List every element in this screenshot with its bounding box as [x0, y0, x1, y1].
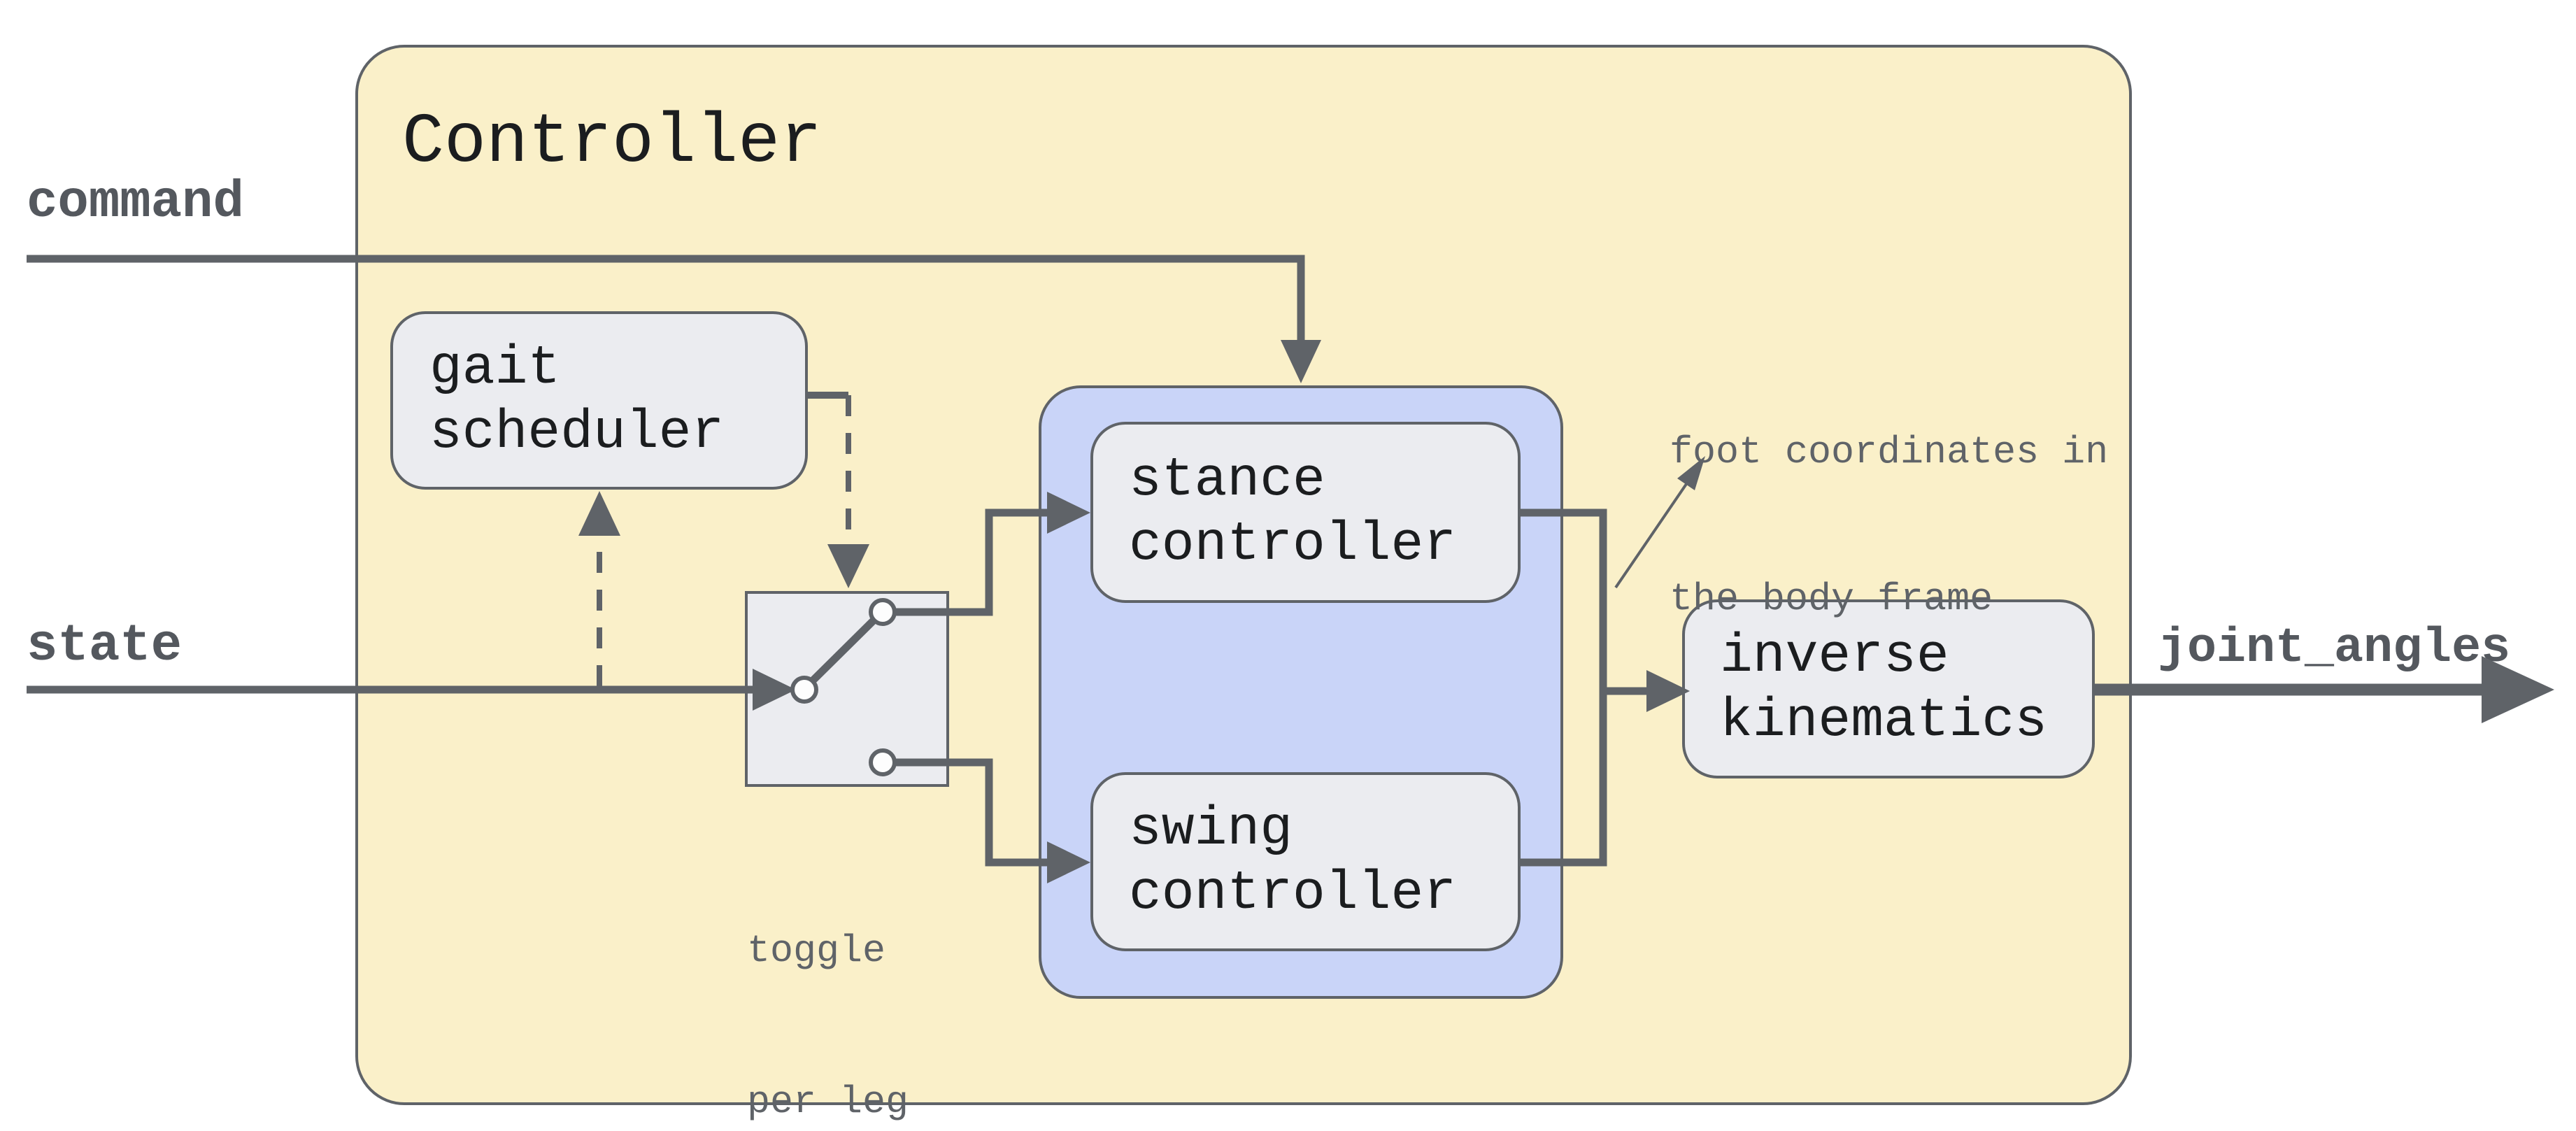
foot-coordinates-leader-arrow: [1614, 456, 1705, 589]
toggle-per-leg-line2: per leg: [747, 1080, 909, 1124]
command-wire: [27, 255, 1321, 383]
state-to-gait-dashed-arrow: [578, 491, 620, 686]
toggle-to-stance-wire: [892, 492, 1090, 616]
switch-top-contact: [869, 598, 897, 626]
toggle-per-leg-line1: toggle: [747, 929, 886, 973]
swing-arrowhead-icon: [1047, 841, 1090, 883]
swing-controller-label-line1: swing: [1129, 799, 1293, 860]
merge-to-ik-wire: [1521, 508, 1690, 867]
diagram-title: Controller: [402, 104, 823, 183]
switch-bottom-contact: [869, 748, 897, 776]
foot-coordinates-line1: foot coordinates in: [1670, 430, 2109, 474]
inverse-kinematics-label-line1: inverse: [1720, 626, 1949, 688]
joint-angles-port-label: joint_angles: [2158, 621, 2511, 676]
inverse-kinematics-label-line2: kinematics: [1720, 690, 2048, 752]
foot-coordinates-line2: the body frame: [1670, 577, 1993, 621]
node-gait-scheduler: gait scheduler: [390, 311, 808, 490]
foot-coordinates-annotation: foot coordinates in the body frame: [1670, 330, 2108, 722]
node-stance-controller: stance controller: [1090, 422, 1521, 603]
state-arrowhead-icon: [753, 669, 796, 711]
stance-controller-label-line2: controller: [1129, 513, 1457, 576]
gait-scheduler-label-line1: gait: [429, 337, 561, 399]
state-wire: [27, 669, 796, 711]
state-port-label: state: [27, 617, 183, 676]
switch-glyph-icon: [790, 598, 897, 776]
swing-controller-label-line2: controller: [1129, 863, 1457, 925]
down-arrowhead-icon: [827, 544, 869, 588]
leader-arrowhead-icon: [1677, 456, 1705, 490]
toggle-per-leg-annotation: toggle per leg: [747, 825, 909, 1131]
switch-pivot-contact: [790, 676, 818, 704]
command-arrowhead-icon: [1281, 340, 1321, 383]
joint-angles-output-wire: [2095, 656, 2554, 723]
stance-controller-label-line1: stance: [1129, 449, 1325, 511]
command-port-label: command: [27, 173, 244, 232]
node-swing-controller: swing controller: [1090, 772, 1521, 951]
gait-scheduler-label-line2: scheduler: [429, 401, 725, 464]
gait-to-toggle-dashed-arrow: [808, 392, 869, 588]
output-arrowhead-icon: [2482, 656, 2554, 723]
ik-arrowhead-icon: [1646, 670, 1690, 712]
up-arrowhead-icon: [578, 491, 620, 536]
toggle-to-swing-wire: [892, 758, 1090, 883]
stance-arrowhead-icon: [1047, 492, 1090, 534]
